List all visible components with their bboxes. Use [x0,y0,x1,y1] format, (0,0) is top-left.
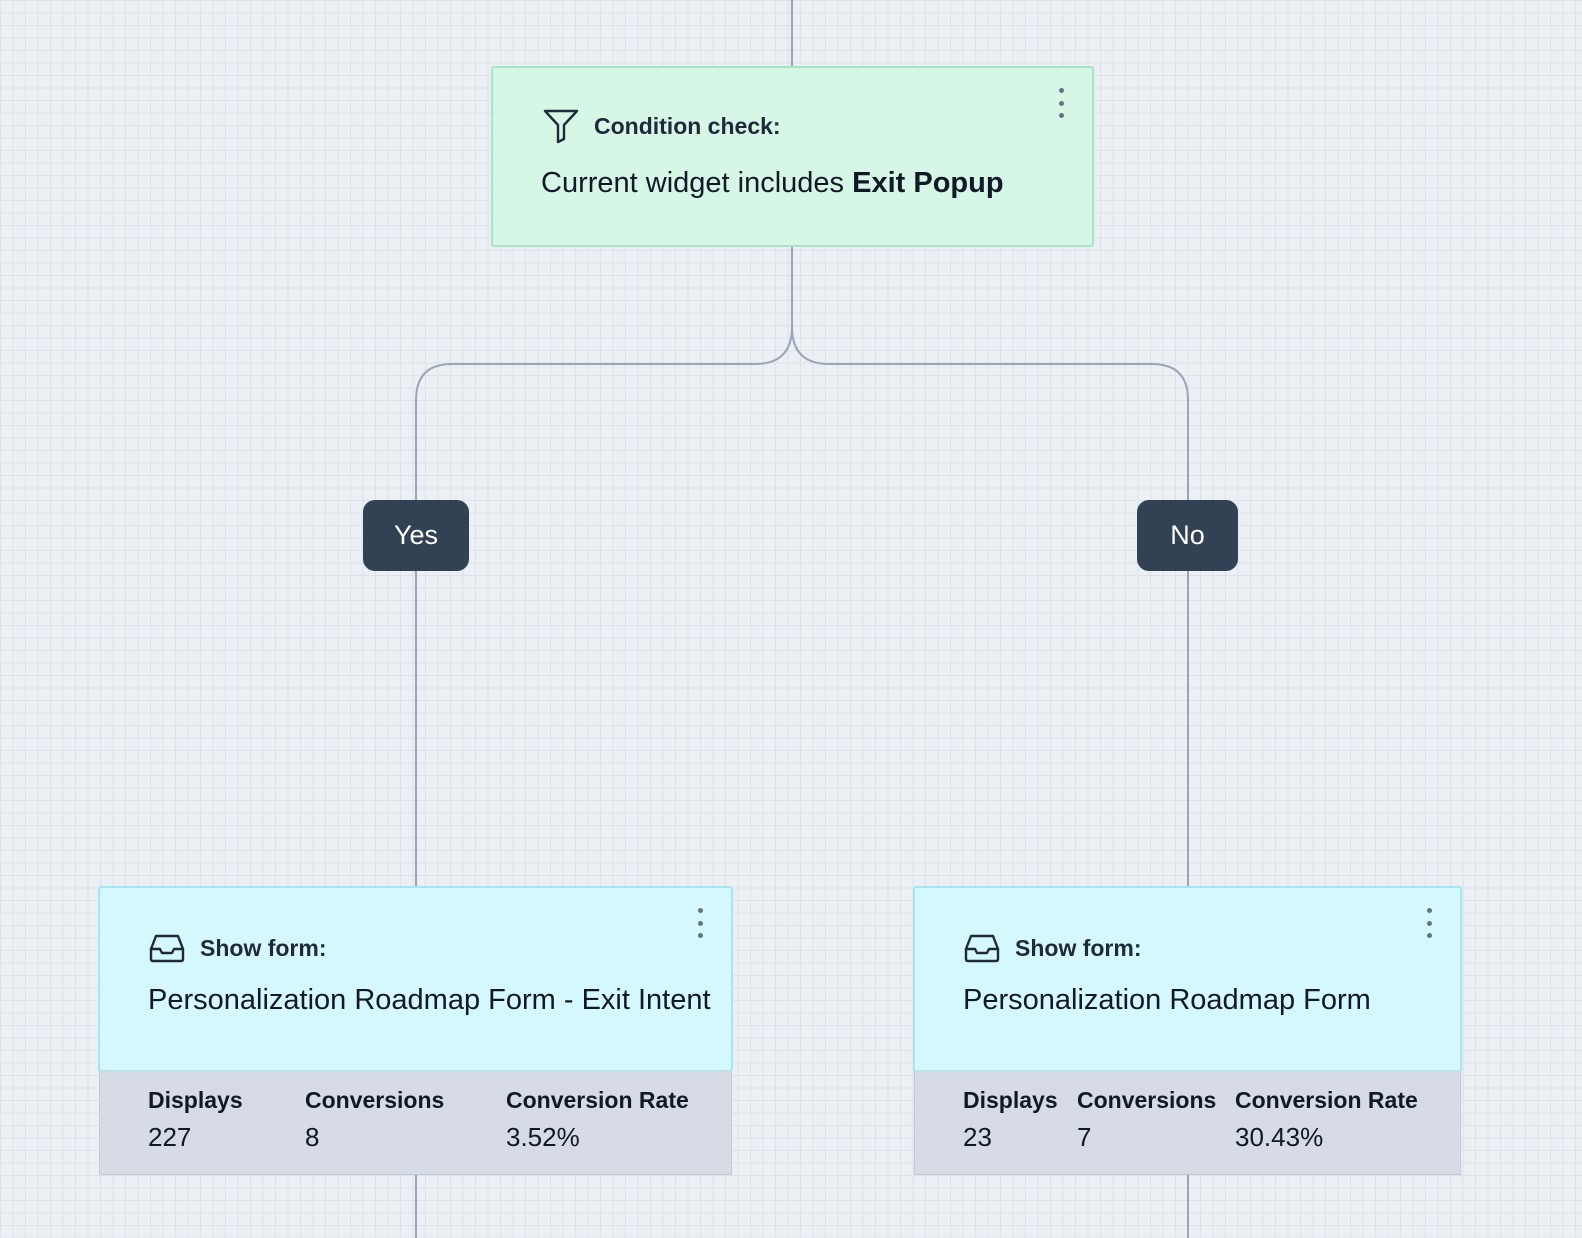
condition-node-header: Condition check: [542,108,781,144]
stat-displays: Displays 23 [963,1087,1058,1153]
condition-label: Condition check: [594,112,781,139]
stat-label: Conversion Rate [1235,1087,1418,1113]
connector-yes-branch [415,247,793,886]
inbox-icon [148,932,186,964]
form-label: Show form: [1015,934,1142,961]
stat-conversion-rate: Conversion Rate 3.52% [506,1087,689,1153]
stat-conversions: Conversions 8 [305,1087,444,1153]
more-vertical-icon[interactable] [1424,908,1434,938]
filter-icon [542,108,580,144]
yes-branch-badge[interactable]: Yes [363,500,469,571]
form-node-header: Show form: [963,932,1142,964]
stat-value: 7 [1077,1122,1092,1152]
stat-label: Conversions [1077,1087,1217,1113]
inbox-icon [963,932,1001,964]
more-vertical-icon[interactable] [695,908,705,938]
stat-displays: Displays 227 [148,1087,243,1153]
condition-text-value: Exit Popup [852,167,1004,199]
connector-no-branch [791,247,1189,886]
stat-conversion-rate: Conversion Rate 30.43% [1235,1087,1418,1153]
condition-check-node[interactable]: Condition check: Current widget includes… [491,66,1094,247]
condition-text: Current widget includes Exit Popup [541,167,1004,200]
stat-label: Conversion Rate [506,1087,689,1113]
stat-value: 3.52% [506,1122,580,1152]
stat-value: 23 [963,1122,992,1152]
show-form-node-no[interactable]: Show form: Personalization Roadmap Form [913,886,1462,1072]
form-name: Personalization Roadmap Form [963,984,1371,1016]
form-stats-no: Displays 23 Conversions 7 Conversion Rat… [914,1071,1461,1175]
form-label: Show form: [200,934,327,961]
show-form-node-yes[interactable]: Show form: Personalization Roadmap Form … [98,886,733,1072]
no-branch-badge[interactable]: No [1137,500,1238,571]
stat-value: 8 [305,1122,320,1152]
condition-text-prefix: Current widget includes [541,167,845,199]
more-vertical-icon[interactable] [1056,88,1066,118]
stat-conversions: Conversions 7 [1077,1087,1216,1153]
form-node-header: Show form: [148,932,327,964]
stat-label: Conversions [305,1087,445,1113]
form-stats-yes: Displays 227 Conversions 8 Conversion Ra… [99,1071,732,1175]
form-name: Personalization Roadmap Form - Exit Inte… [148,984,711,1016]
stat-label: Displays [963,1087,1058,1113]
stat-label: Displays [148,1087,243,1113]
stat-value: 227 [148,1122,192,1152]
stat-value: 30.43% [1235,1122,1324,1152]
